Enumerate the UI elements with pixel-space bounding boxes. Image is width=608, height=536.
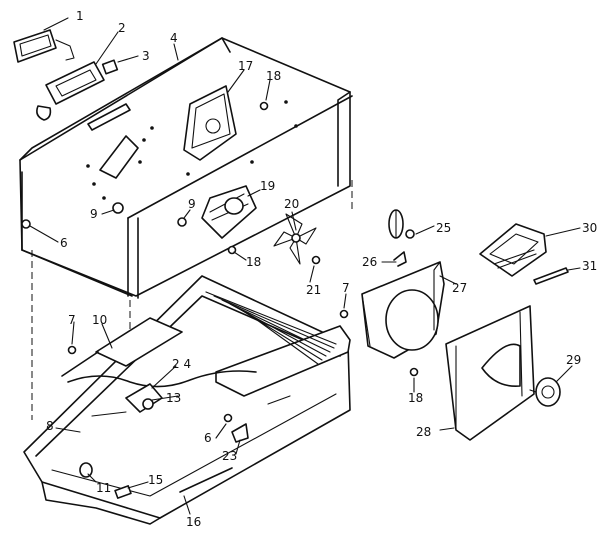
part-31-strip [533,267,569,285]
callout-18-low: 18 [408,391,423,405]
callout-7-left: 7 [68,313,76,327]
callout-28: 28 [416,425,431,439]
callout-25: 25 [436,221,451,235]
callout-9-right: 9 [188,197,196,211]
callout-3: 3 [142,49,150,63]
part-28-partition [445,305,535,441]
leader-lines [29,17,581,515]
callout-21: 21 [306,283,321,297]
part-17-motor-mount [183,85,237,161]
part-30-tray [479,223,547,277]
callout-26: 26 [362,255,377,269]
callout-16: 16 [186,515,201,529]
part-27-scroll [361,261,445,359]
part-3-clip [101,59,119,75]
callout-4: 4 [170,31,178,45]
callout-10: 10 [92,313,107,327]
part-19-motor [201,185,257,239]
callout-19: 19 [260,179,275,193]
part-26-clip [393,251,407,267]
callout-2: 2 [118,21,126,35]
callout-9-left: 9 [90,207,98,221]
callout-7-right: 7 [342,281,350,295]
callout-labels: 1 2 3 4 6 7 7 8 9 9 10 11 13 15 16 17 18… [46,9,597,529]
callout-11: 11 [96,481,111,495]
part-20-fan-blade [273,213,317,265]
callout-17: 17 [238,59,253,73]
part-25-shaft [388,209,415,239]
callout-31: 31 [582,259,597,273]
callout-8: 8 [46,419,54,433]
part-2-bezel [36,61,105,121]
fasteners [21,101,419,423]
callout-23: 23 [222,449,237,463]
callout-18-mid: 18 [246,255,261,269]
callout-27: 27 [452,281,467,295]
callout-13: 13 [166,391,181,405]
callout-30: 30 [582,221,597,235]
part-1-badge [13,29,75,63]
callout-24: 2 4 [172,357,191,371]
part-29-switch [529,377,561,407]
part-4-cabinet [19,37,353,420]
callout-15: 15 [148,473,163,487]
callout-1: 1 [76,9,84,23]
callout-29: 29 [566,353,581,367]
callout-6-lower: 6 [204,431,212,445]
part-8-base-pan [23,275,351,525]
callout-6-upper: 6 [60,236,68,250]
callout-18-top: 18 [266,69,281,83]
callout-20: 20 [284,197,299,211]
